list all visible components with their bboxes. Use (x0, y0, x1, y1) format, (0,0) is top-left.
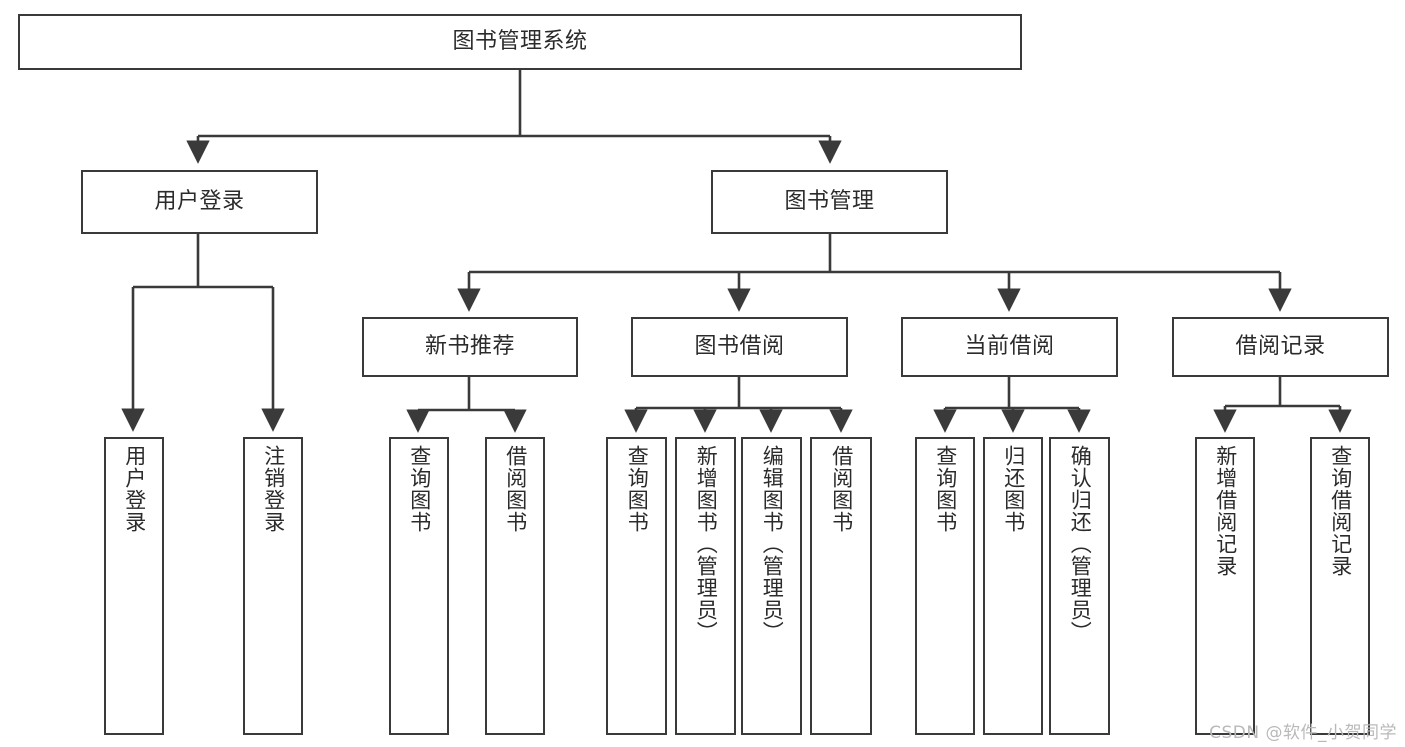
node-leaf-query-book-3[interactable]: 查询图书 (915, 437, 975, 735)
node-book-borrow-label: 图书借阅 (694, 333, 785, 359)
node-user-login-label: 用户登录 (154, 188, 245, 214)
node-new-book-rec[interactable]: 新书推荐 (362, 317, 578, 377)
node-leaf-logout[interactable]: 注销登录 (243, 437, 303, 735)
node-borrow-record-label: 借阅记录 (1235, 333, 1326, 359)
node-leaf-return-book[interactable]: 归还图书 (983, 437, 1043, 735)
node-root-label: 图书管理系统 (452, 28, 588, 54)
node-leaf-query-book-1[interactable]: 查询图书 (389, 437, 449, 735)
node-leaf-add-book-label: 新增图书（管理员） (694, 445, 719, 643)
node-leaf-confirm-return[interactable]: 确认归还（管理员） (1049, 437, 1110, 735)
node-book-borrow[interactable]: 图书借阅 (631, 317, 848, 377)
node-leaf-user-login[interactable]: 用户登录 (104, 437, 164, 735)
node-leaf-query-book-1-label: 查询图书 (407, 445, 432, 533)
node-leaf-query-record[interactable]: 查询借阅记录 (1310, 437, 1370, 735)
node-leaf-borrow-book-2[interactable]: 借阅图书 (810, 437, 872, 735)
csdn-watermark: CSDN @软件_小贺同学 (1209, 723, 1397, 743)
node-root[interactable]: 图书管理系统 (18, 14, 1022, 70)
node-leaf-user-login-label: 用户登录 (122, 445, 147, 533)
node-new-book-rec-label: 新书推荐 (424, 333, 515, 359)
node-leaf-query-book-2-label: 查询图书 (625, 445, 650, 533)
node-leaf-borrow-book-1[interactable]: 借阅图书 (485, 437, 545, 735)
node-leaf-query-book-3-label: 查询图书 (933, 445, 958, 533)
node-borrow-record[interactable]: 借阅记录 (1172, 317, 1389, 377)
node-leaf-borrow-book-1-label: 借阅图书 (503, 445, 528, 533)
node-leaf-add-record[interactable]: 新增借阅记录 (1195, 437, 1255, 735)
node-leaf-logout-label: 注销登录 (261, 445, 286, 533)
node-leaf-query-book-2[interactable]: 查询图书 (606, 437, 667, 735)
node-leaf-return-book-label: 归还图书 (1001, 445, 1026, 533)
node-book-manage[interactable]: 图书管理 (711, 170, 948, 234)
node-leaf-edit-book[interactable]: 编辑图书（管理员） (741, 437, 802, 735)
node-leaf-add-book[interactable]: 新增图书（管理员） (675, 437, 736, 735)
node-leaf-confirm-return-label: 确认归还（管理员） (1068, 445, 1093, 643)
node-current-borrow[interactable]: 当前借阅 (901, 317, 1118, 377)
node-leaf-edit-book-label: 编辑图书（管理员） (760, 445, 785, 643)
node-current-borrow-label: 当前借阅 (964, 333, 1055, 359)
node-book-manage-label: 图书管理 (784, 188, 875, 214)
node-leaf-borrow-book-2-label: 借阅图书 (829, 445, 854, 533)
node-user-login[interactable]: 用户登录 (81, 170, 318, 234)
node-leaf-add-record-label: 新增借阅记录 (1213, 445, 1238, 577)
node-leaf-query-record-label: 查询借阅记录 (1328, 445, 1353, 577)
